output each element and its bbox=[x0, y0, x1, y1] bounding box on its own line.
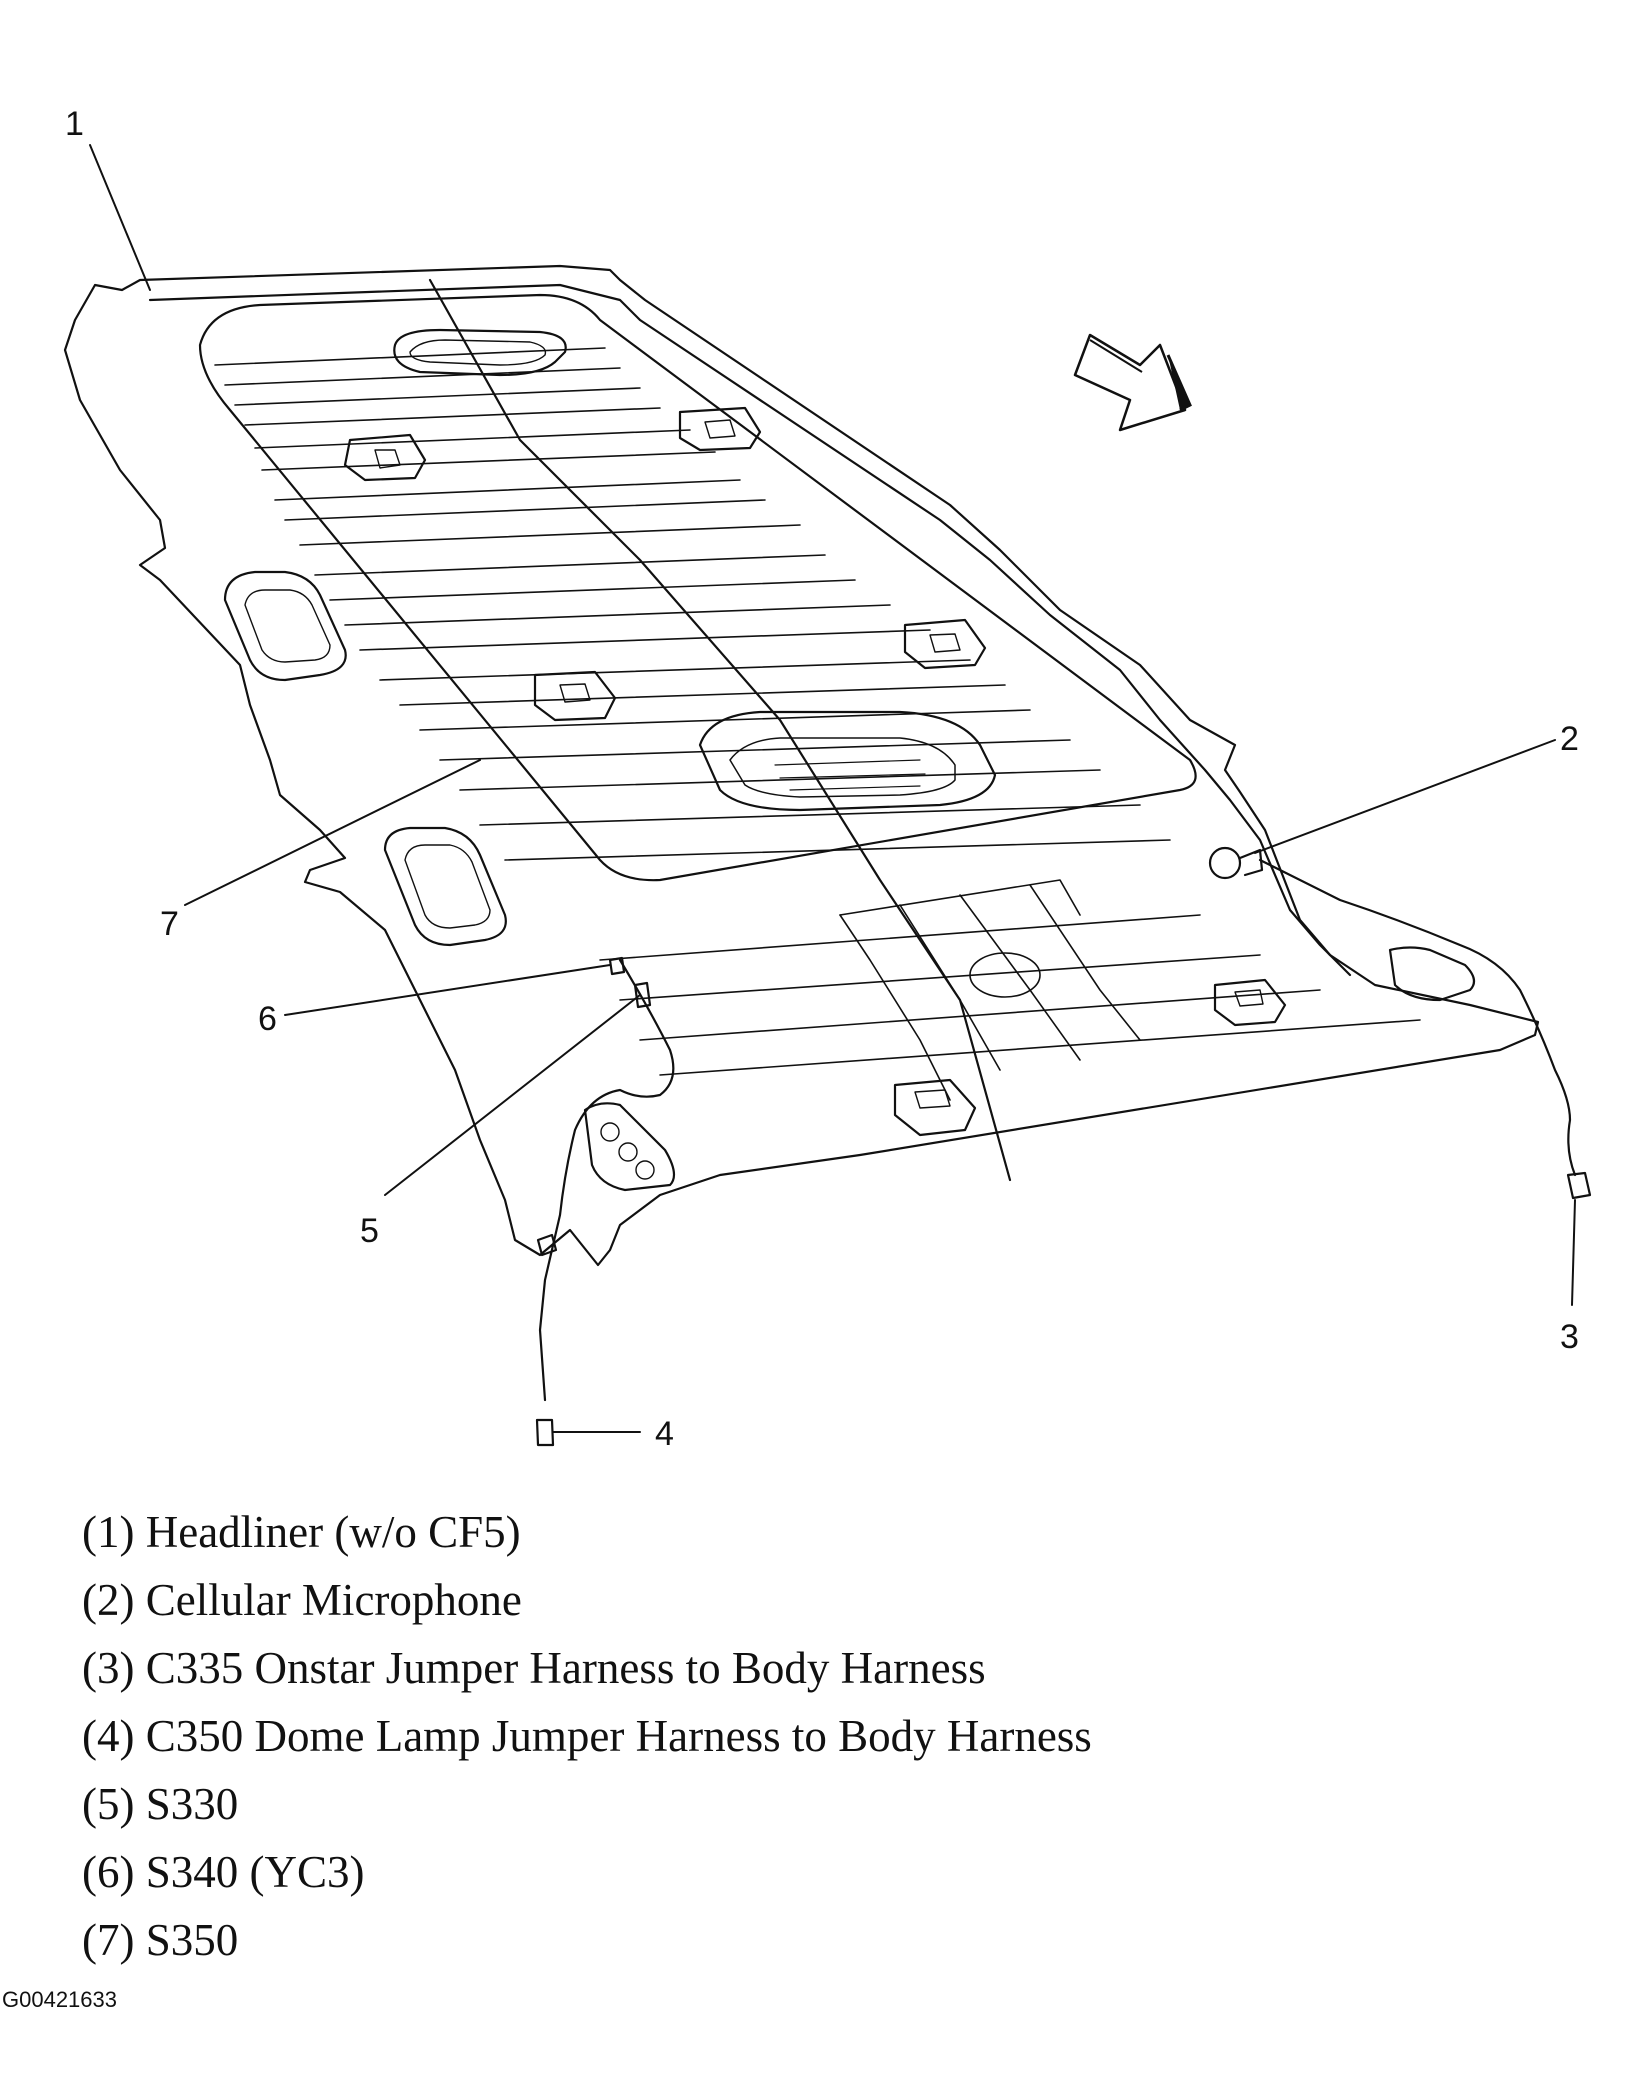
legend-item-5: (5) S330 bbox=[82, 1779, 239, 1829]
dome-lamp-front bbox=[393, 328, 567, 377]
clip bbox=[536, 1233, 558, 1257]
headliner-inner-edge bbox=[148, 283, 1352, 977]
callout-2: 2 bbox=[1560, 720, 1579, 758]
rear-panel-lines bbox=[599, 879, 1421, 1101]
harness-right bbox=[1258, 858, 1577, 1177]
legend-item-6: (6) S340 (YC3) bbox=[82, 1847, 365, 1897]
callout-4: 4 bbox=[655, 1415, 674, 1453]
harness-left bbox=[538, 958, 675, 1402]
mounting-pads bbox=[343, 406, 1287, 1137]
legend-item-3: (3) C335 Onstar Jumper Harness to Body H… bbox=[82, 1643, 986, 1693]
legend: (1) Headliner (w/o CF5) (2) Cellular Mic… bbox=[82, 1498, 1092, 1974]
headliner-outline bbox=[63, 264, 1540, 1267]
legend-item-4: (4) C350 Dome Lamp Jumper Harness to Bod… bbox=[82, 1711, 1092, 1761]
callout-6: 6 bbox=[258, 1000, 277, 1038]
dome-lamp-rear bbox=[698, 710, 997, 812]
splice-s330 bbox=[633, 981, 652, 1009]
legend-item-7: (7) S350 bbox=[82, 1915, 239, 1965]
callout-3: 3 bbox=[1560, 1318, 1579, 1356]
connector-c350-icon bbox=[535, 1418, 555, 1447]
figure-id: G00421633 bbox=[2, 1987, 117, 2012]
leader-lines bbox=[89, 144, 1576, 1433]
rear-panel bbox=[198, 293, 1197, 882]
callout-1: 1 bbox=[65, 105, 84, 143]
headliner-ribs bbox=[214, 347, 1171, 861]
legend-item-2: (2) Cellular Microphone bbox=[82, 1575, 522, 1625]
callout-5: 5 bbox=[360, 1212, 379, 1250]
legend-item-1: (1) Headliner (w/o CF5) bbox=[82, 1507, 521, 1557]
callout-7: 7 bbox=[160, 905, 179, 943]
side-pockets bbox=[223, 570, 1476, 1192]
headliner-diagram: 1 2 3 4 5 6 7 bbox=[63, 105, 1592, 1453]
splice-s340 bbox=[608, 956, 626, 976]
connector-c335-icon bbox=[1566, 1171, 1592, 1200]
forward-arrow-icon bbox=[1073, 333, 1192, 432]
